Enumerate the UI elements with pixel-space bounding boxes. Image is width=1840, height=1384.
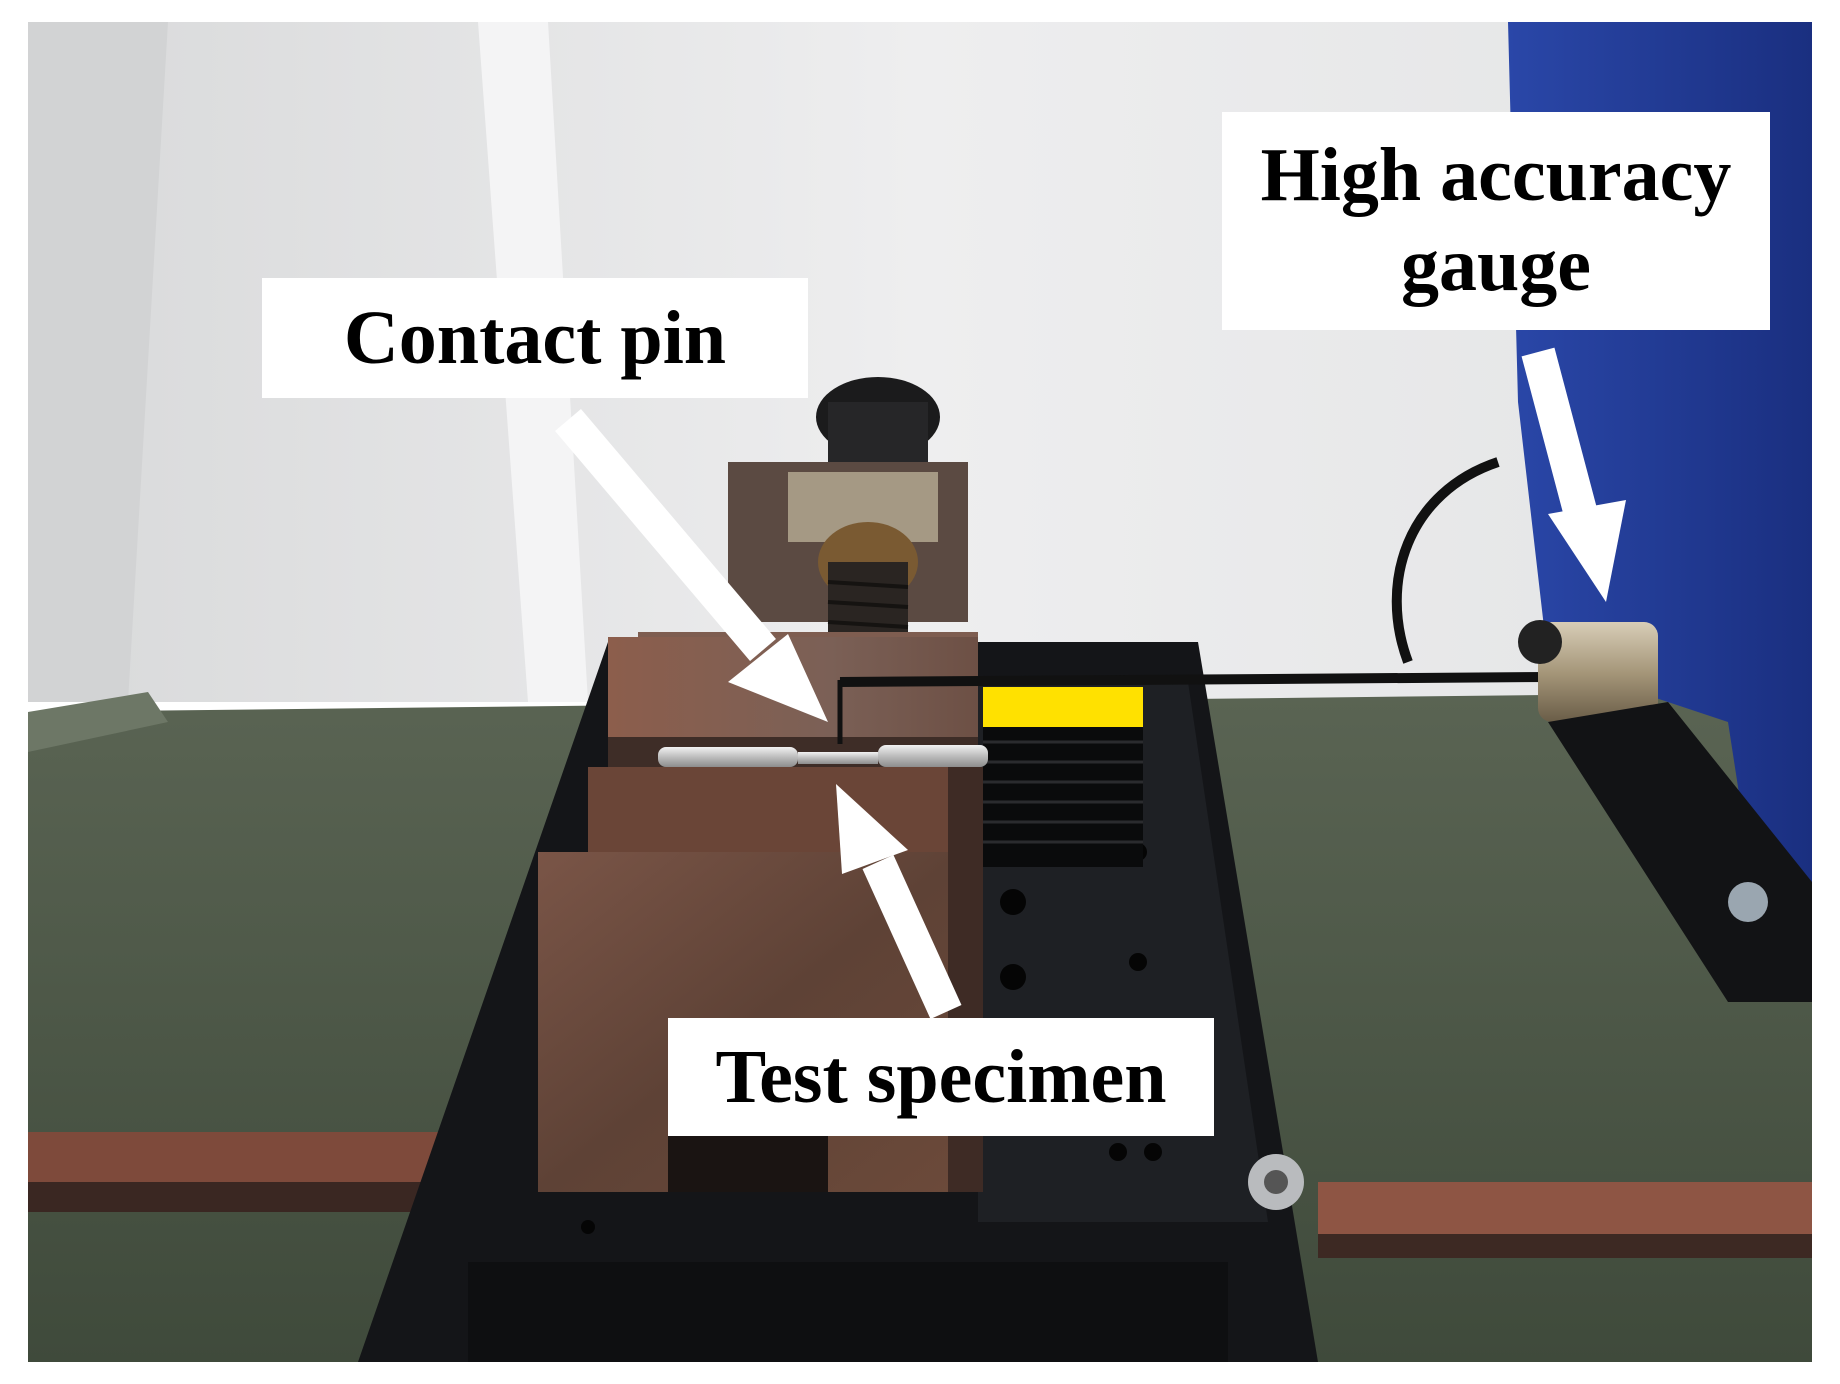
granite-left-edge — [28, 692, 168, 752]
stage-yellow-tape — [983, 687, 1143, 727]
stage-heatsink — [983, 727, 1143, 867]
gauge-cable — [1391, 457, 1500, 664]
gauge-stand-bolt — [1728, 882, 1768, 922]
gauge-label-line-2: gauge — [1401, 223, 1591, 307]
gauge-label-line-1: High accuracy — [1260, 133, 1732, 218]
rail-right-shadow — [1318, 1234, 1812, 1258]
stage-fins — [468, 1262, 1228, 1362]
gauge-cap — [1518, 620, 1562, 664]
rail-left-shadow — [28, 1182, 458, 1212]
arrow-to-gauge — [1521, 347, 1626, 602]
wall-corner-shadow — [28, 22, 168, 702]
gauge-cylinder — [1538, 622, 1658, 722]
test-specimen-label: Test specimen — [668, 1018, 1214, 1136]
vise-lower-jaw — [588, 767, 978, 862]
test-specimen — [658, 745, 988, 767]
contact-pin-label: Contact pin — [262, 278, 808, 398]
test-specimen-label-text: Test specimen — [715, 1035, 1167, 1119]
hex-bolt — [1248, 1154, 1304, 1210]
gauge-label: High accuracy gauge — [1222, 112, 1770, 330]
gauge-stand — [1548, 702, 1812, 1002]
arrow-to-contact-pin — [555, 409, 828, 722]
vise-knob — [816, 377, 940, 462]
contact-pin-label-text: Contact pin — [343, 296, 727, 380]
contact-pin-stylus — [837, 672, 1549, 744]
stage-heatsink-lines — [983, 740, 1143, 844]
arrow-to-test-specimen — [836, 784, 962, 1020]
